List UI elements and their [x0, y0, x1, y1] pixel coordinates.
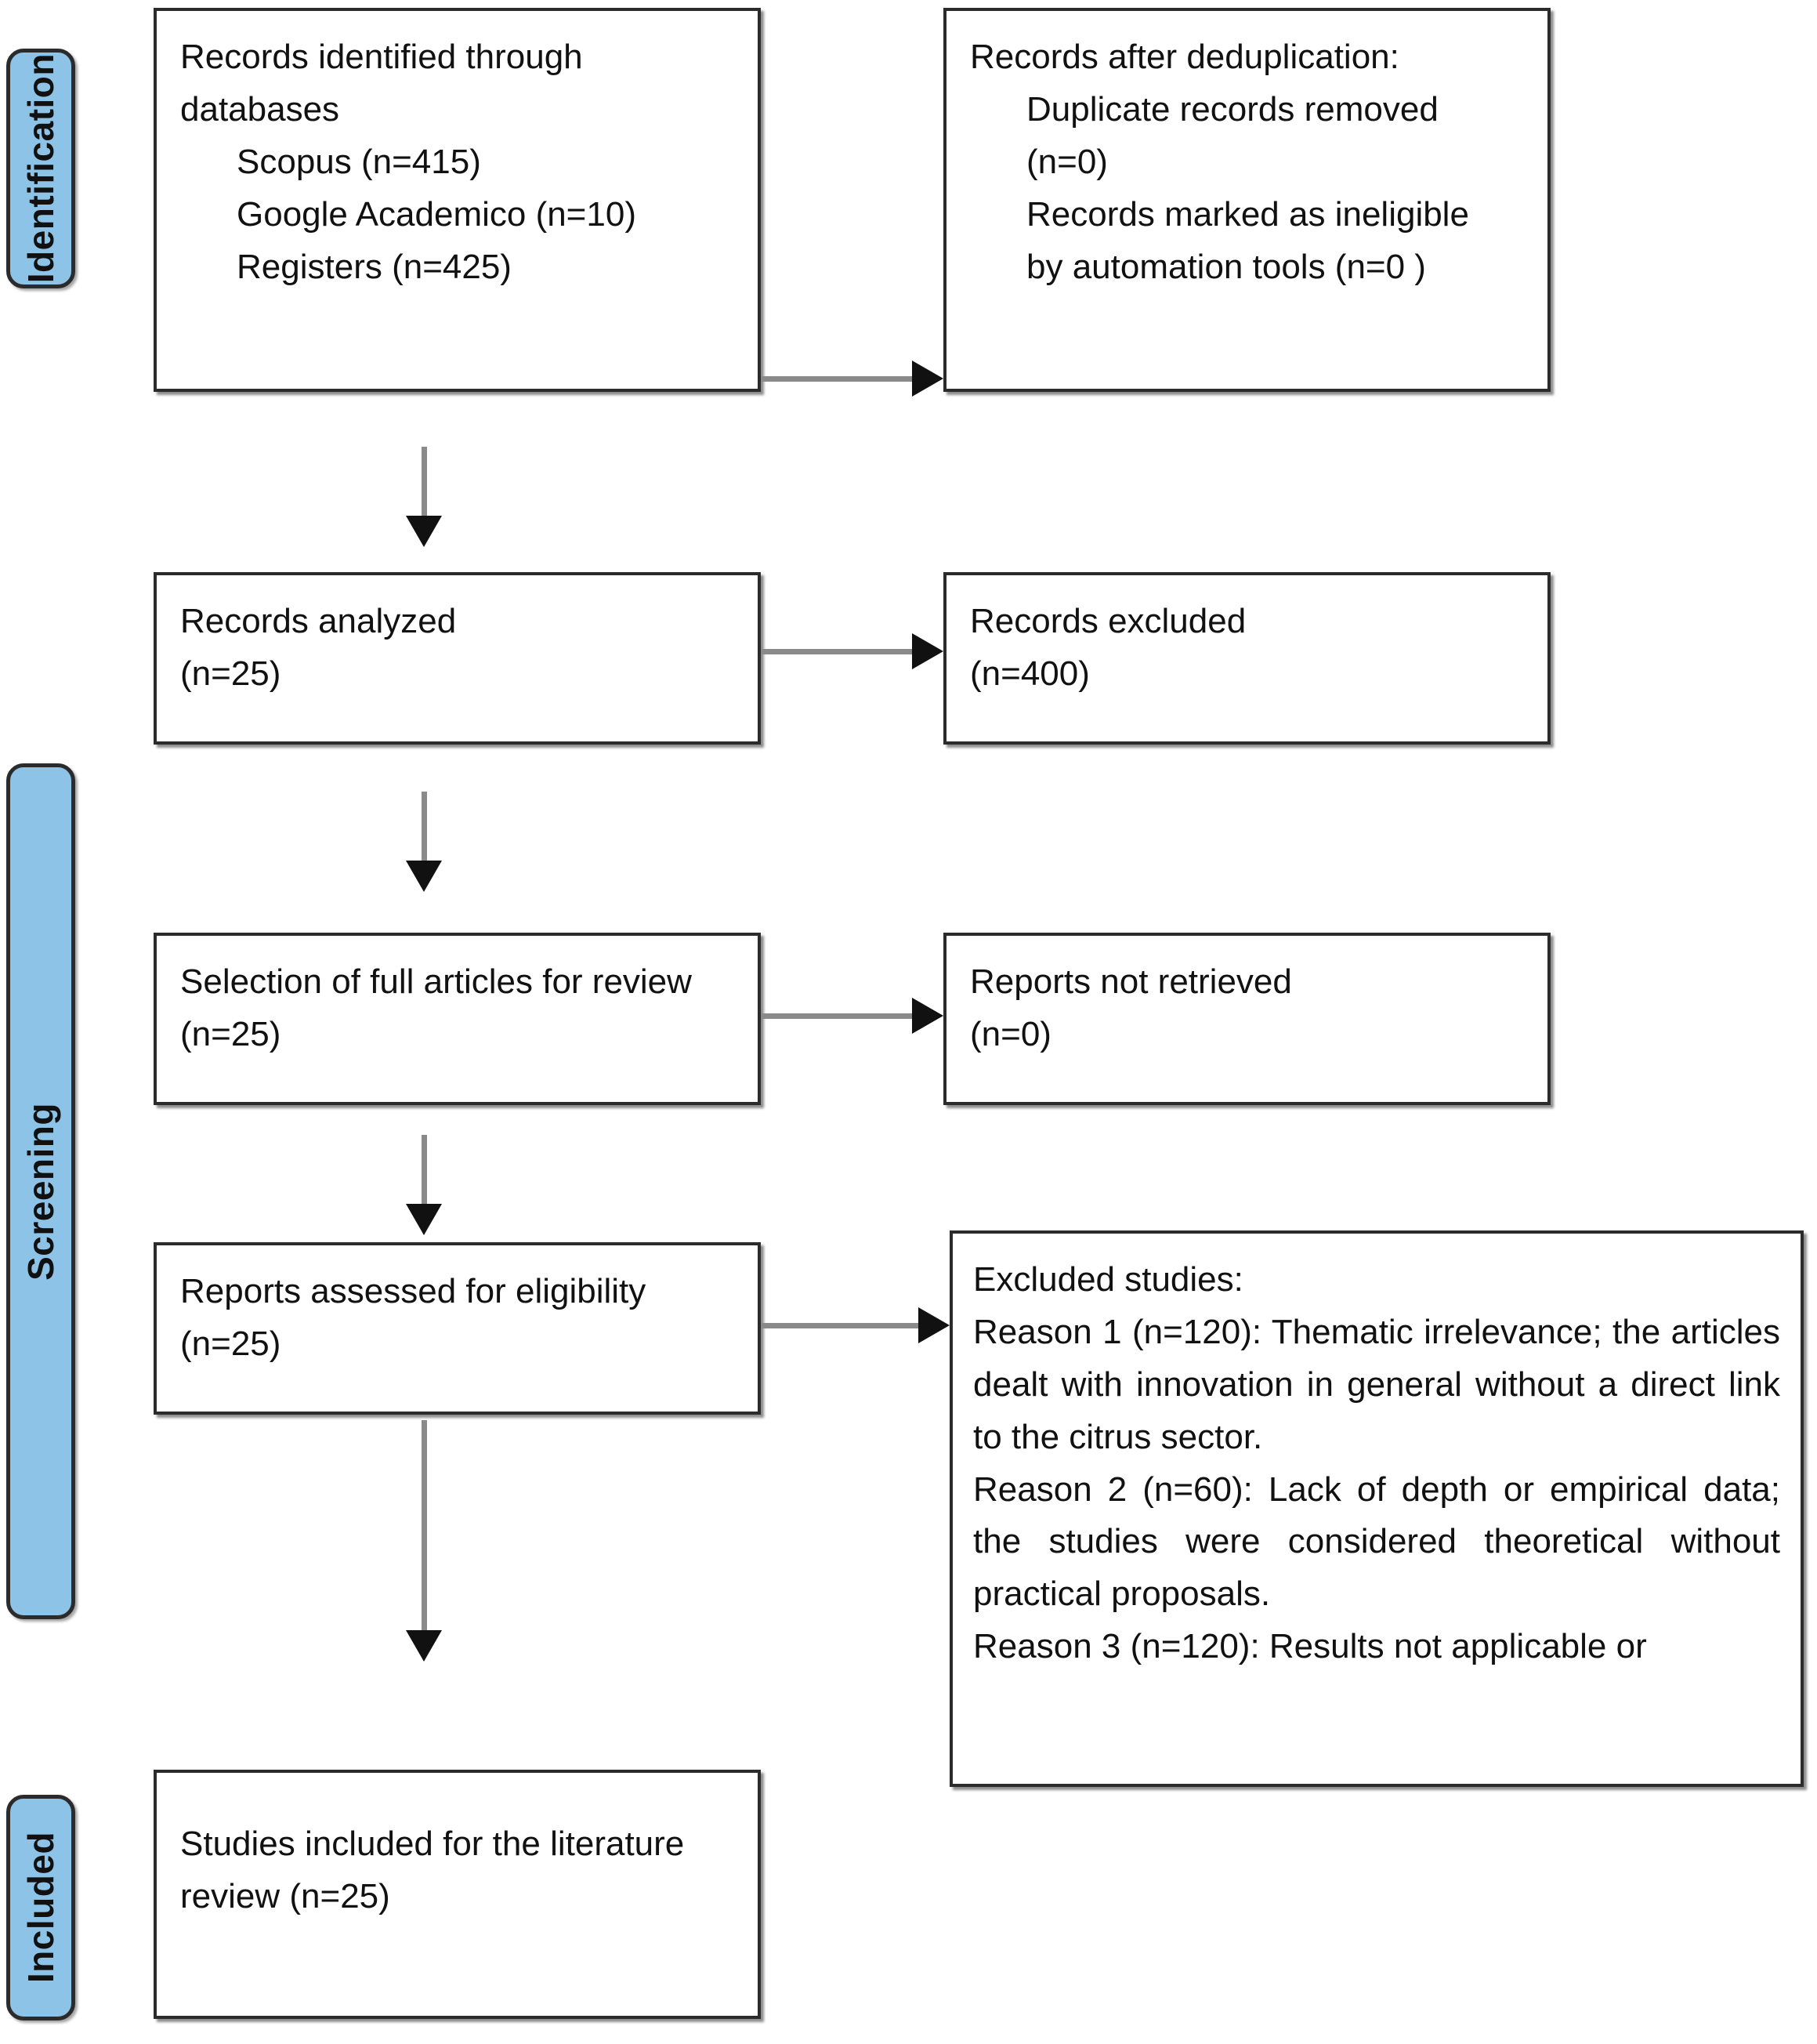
records-dedup-line3: (n=0) — [1026, 142, 1108, 181]
box-excluded-studies: Excluded studies: Reason 1 (n=120): Them… — [950, 1230, 1804, 1787]
arrow-shaft — [761, 649, 914, 654]
box-records-analyzed: Records analyzed (n=25) — [154, 572, 761, 745]
box-reports-assessed: Reports assessed for eligibility (n=25) — [154, 1242, 761, 1415]
stage-bar-screening: Screening — [6, 763, 75, 1619]
excluded-studies-reason-2: Reason 2 (n=60): Lack of depth or empiri… — [973, 1470, 1780, 1614]
records-analyzed-line2: (n=25) — [180, 654, 281, 693]
arrow-shaft — [422, 792, 427, 864]
reports-not-retrieved-line1: Reports not retrieved — [970, 962, 1292, 1001]
excluded-studies-reason-1: Reason 1 (n=120): Thematic irrelevance; … — [973, 1312, 1780, 1456]
arrow-shaft — [761, 1013, 914, 1019]
reports-assessed-line1: Reports assessed for eligibility — [180, 1272, 646, 1310]
records-analyzed-line1: Records analyzed — [180, 602, 457, 640]
arrow-shaft — [761, 376, 914, 382]
studies-included-line2: review (n=25) — [180, 1876, 390, 1915]
reports-not-retrieved-line2: (n=0) — [970, 1014, 1051, 1053]
stage-bar-identification: Identification — [6, 49, 75, 288]
records-dedup-line5: by automation tools (n=0 ) — [1026, 247, 1426, 286]
records-identified-line1: Records identified through — [180, 38, 583, 76]
excluded-studies-reason-3: Reason 3 (n=120): Results not applicable… — [973, 1627, 1647, 1666]
stage-label-included: Included — [20, 1832, 61, 1984]
records-identified-line4: Google Academico (n=10) — [237, 194, 636, 234]
arrow-head — [912, 998, 943, 1034]
studies-included-line1: Studies included for the literature — [180, 1825, 685, 1863]
records-dedup-line1: Records after deduplication: — [970, 38, 1399, 76]
arrow-head — [918, 1307, 950, 1343]
box-records-identified: Records identified through databases Sco… — [154, 8, 761, 392]
selection-full-articles-line2: (n=25) — [180, 1014, 281, 1053]
selection-full-articles-line1: Selection of full articles for review — [180, 962, 692, 1001]
arrow-head — [912, 633, 943, 669]
arrow-shaft — [761, 1323, 920, 1328]
box-records-after-deduplication: Records after deduplication: Duplicate r… — [943, 8, 1551, 392]
records-dedup-line2: Duplicate records removed — [1026, 89, 1439, 129]
stage-label-screening: Screening — [20, 1102, 61, 1281]
box-records-excluded: Records excluded (n=400) — [943, 572, 1551, 745]
arrow-head — [406, 516, 442, 547]
stage-label-identification: Identification — [20, 53, 61, 284]
reports-assessed-line2: (n=25) — [180, 1324, 281, 1363]
arrow-shaft — [422, 1420, 427, 1633]
arrow-head — [912, 361, 943, 397]
excluded-studies-line1: Excluded studies: — [973, 1260, 1243, 1299]
records-identified-line3: Scopus (n=415) — [237, 142, 481, 181]
records-identified-line5: Registers (n=425) — [237, 247, 512, 286]
stage-bar-included: Included — [6, 1795, 75, 2020]
records-excluded-line2: (n=400) — [970, 654, 1090, 693]
arrow-head — [406, 1630, 442, 1662]
records-dedup-line4: Records marked as ineligible — [1026, 194, 1469, 234]
arrow-head — [406, 861, 442, 892]
arrow-shaft — [422, 447, 427, 519]
records-excluded-line1: Records excluded — [970, 602, 1247, 640]
box-studies-included: Studies included for the literature revi… — [154, 1770, 761, 2019]
box-reports-not-retrieved: Reports not retrieved (n=0) — [943, 933, 1551, 1105]
records-identified-line2: databases — [180, 89, 340, 129]
arrow-head — [406, 1204, 442, 1235]
box-selection-full-articles: Selection of full articles for review (n… — [154, 933, 761, 1105]
arrow-shaft — [422, 1135, 427, 1207]
